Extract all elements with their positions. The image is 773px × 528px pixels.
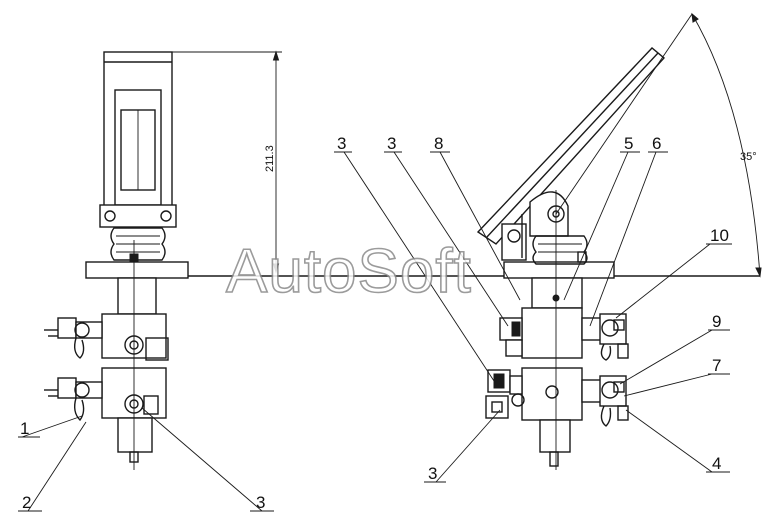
right-lower-block [521, 367, 583, 421]
valve-stem [117, 277, 157, 315]
floor-plate [85, 261, 189, 279]
callout-3-c: 3 [428, 464, 437, 483]
callout-9: 9 [712, 312, 721, 331]
angle-dimension: 35° [555, 12, 762, 278]
pivot-clamp [99, 204, 177, 228]
callout-3-a: 3 [337, 134, 346, 153]
callout-2: 2 [22, 493, 31, 512]
bottom-stem [117, 417, 153, 453]
right-callouts: 3 3 8 5 6 10 9 7 4 3 [334, 134, 732, 483]
lower-right-fitting [581, 379, 603, 403]
height-dimension-label: 211.3 [264, 145, 276, 172]
right-view-assembly [188, 47, 760, 470]
left-callouts: 1 2 3 [18, 407, 274, 512]
callout-3-b: 3 [387, 134, 396, 153]
callout-3-left: 3 [256, 493, 265, 512]
callout-4: 4 [712, 454, 721, 473]
watermark-logo: AutoSoft [226, 237, 472, 306]
right-valve-stem [531, 277, 583, 309]
lower-fitting-knob [57, 377, 77, 399]
height-dimension: 211.3 [172, 50, 282, 274]
callout-5: 5 [624, 134, 633, 153]
callout-8: 8 [434, 134, 443, 153]
angle-dimension-label: 35° [740, 151, 757, 163]
callout-10: 10 [710, 226, 729, 245]
rubber-boot [110, 227, 166, 261]
callout-1: 1 [20, 419, 29, 438]
upper-fitting-knob [57, 317, 77, 339]
pivot-bracket [529, 191, 569, 237]
right-rubber-boot [532, 235, 588, 265]
right-bottom-stem [539, 419, 571, 453]
callout-7: 7 [712, 356, 721, 375]
right-upper-block [521, 307, 583, 359]
left-view-assembly [44, 51, 189, 470]
callout-6: 6 [652, 134, 661, 153]
